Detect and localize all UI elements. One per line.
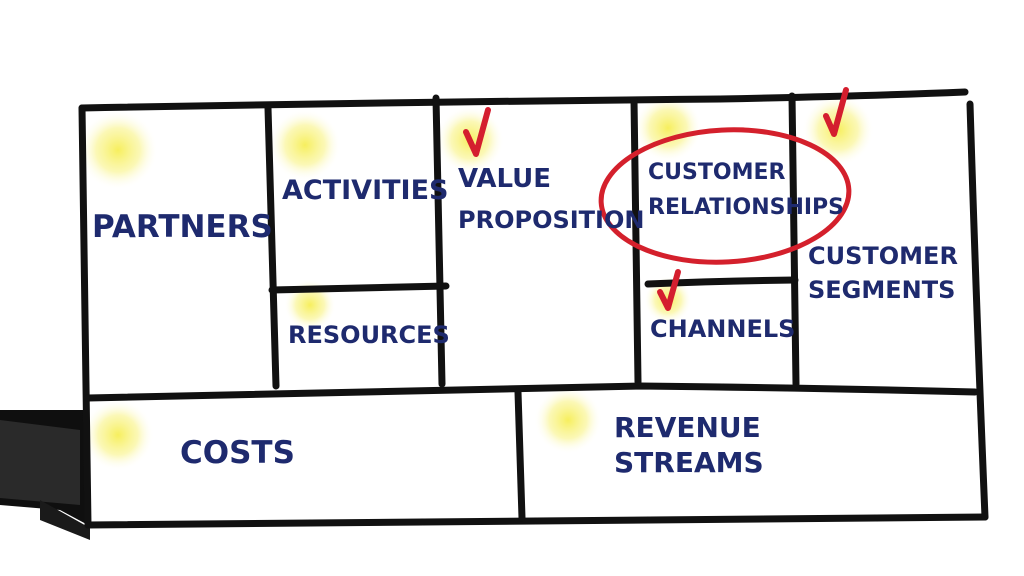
label-activities: ACTIVITIES (282, 175, 449, 206)
divider-relationships-segments (788, 92, 800, 388)
canvas-grid (78, 88, 989, 529)
divider-partners-activities (264, 104, 280, 390)
check-icon-channels (657, 269, 681, 311)
glow-revenue (534, 386, 602, 454)
divider-activities-resources (268, 282, 450, 294)
frame-top (78, 88, 969, 112)
label-partners: PARTNERS (92, 209, 273, 245)
board-edge-shadow (0, 410, 90, 540)
frame-right (966, 100, 989, 521)
glow-partners (78, 110, 158, 190)
label-channels: CHANNELS (650, 315, 796, 343)
divider-relationships-channels (644, 276, 799, 288)
label-costs: COSTS (180, 435, 295, 471)
frame-left (78, 104, 92, 529)
label-customer-segments: CUSTOMER SEGMENTS (808, 242, 958, 304)
divider-activities-value (432, 94, 446, 388)
glow-relationships (634, 94, 702, 162)
check-icon-value (463, 107, 491, 157)
frame-bottom (84, 513, 989, 529)
label-value-proposition: VALUE PROPOSITION (458, 164, 645, 234)
row-divider (84, 382, 979, 402)
highlight-circle-relationships (598, 127, 852, 265)
label-revenue-streams: REVENUE STREAMS (614, 411, 764, 479)
label-resources: RESOURCES (288, 321, 450, 349)
divider-costs-revenue (514, 388, 526, 522)
glow-costs (82, 399, 154, 471)
check-marks (463, 87, 849, 311)
label-customer-relationships: CUSTOMER RELATIONSHIPS (648, 160, 845, 221)
divider-value-relationships (630, 96, 642, 386)
check-icon-segments (823, 87, 849, 137)
glow-activities (269, 109, 341, 181)
